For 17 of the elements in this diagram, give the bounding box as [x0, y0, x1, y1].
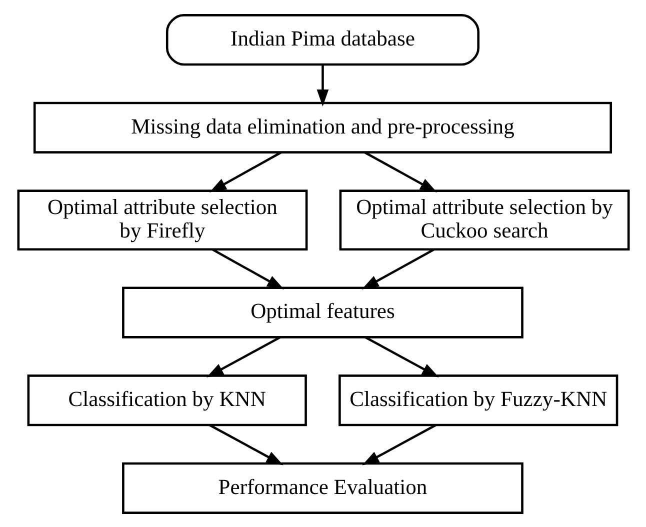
- node-box: Performance Evaluation: [122, 462, 523, 514]
- arrow: [211, 248, 284, 289]
- arrow: [206, 336, 280, 377]
- arrow: [316, 64, 328, 106]
- arrow: [364, 150, 437, 192]
- node-box: Classification by Fuzzy-KNN: [338, 374, 618, 426]
- node-box: Optimal attribute selection by Cuckoo search: [338, 189, 630, 250]
- arrow: [362, 424, 436, 465]
- node-box: Optimal attribute selection by Firefly: [16, 189, 308, 250]
- arrow: [361, 248, 434, 289]
- arrow: [208, 150, 282, 192]
- node-box: Missing data elimination and pre-processing: [32, 101, 612, 153]
- node-box: Classification by KNN: [26, 374, 306, 426]
- arrow: [208, 424, 283, 465]
- node-box: Indian Pima database: [165, 14, 479, 66]
- arrow: [364, 336, 438, 377]
- node-box: Optimal features: [122, 286, 523, 338]
